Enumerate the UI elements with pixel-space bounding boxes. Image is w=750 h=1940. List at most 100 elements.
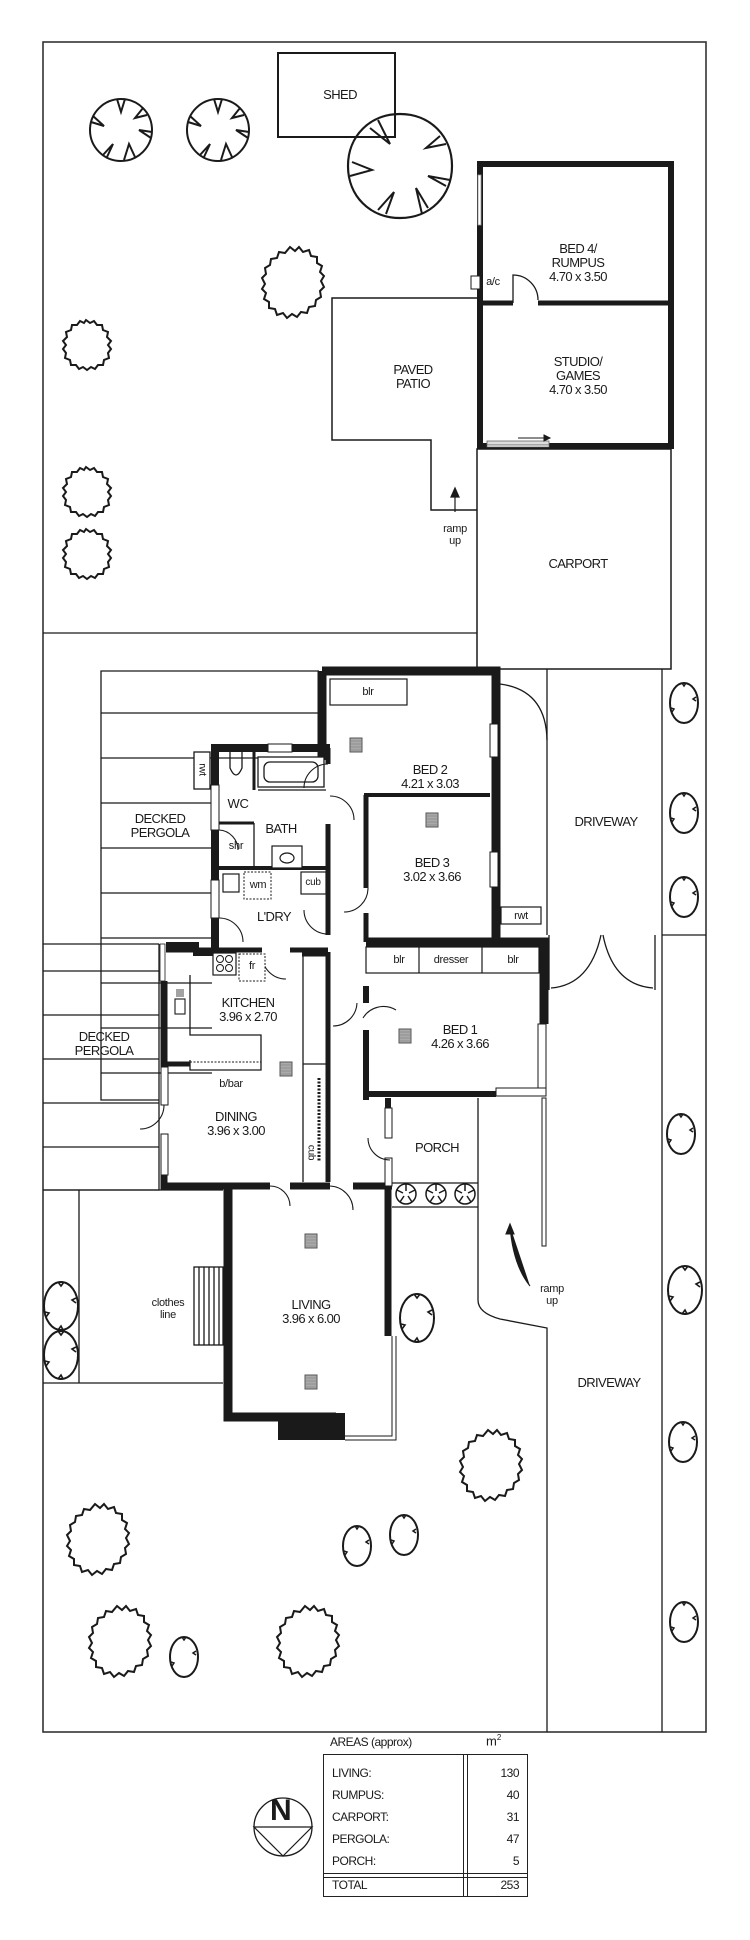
bush-icon	[668, 1421, 698, 1463]
area-value: 130	[500, 1766, 519, 1780]
studio-label: STUDIO/ GAMES 4.70 x 3.50	[549, 355, 607, 397]
area-name: LIVING:	[332, 1766, 372, 1780]
cub-hall-label: cub	[305, 1144, 317, 1161]
bush-icon	[669, 876, 699, 918]
areas-total-divider	[324, 1873, 527, 1878]
areas-table: LIVING: 130 RUMPUS: 40 CARPORT:31 PERGOLA:…	[323, 1754, 528, 1897]
rwt-left-label: rwt	[196, 763, 208, 776]
ramp-top-line2: up	[449, 535, 461, 547]
bush-icon	[62, 466, 112, 518]
upper-pergola-line2: PERGOLA	[130, 825, 190, 840]
area-value: 40	[506, 1788, 520, 1802]
tree-icon	[89, 98, 153, 162]
areas-unit-sup: 2	[496, 1733, 502, 1742]
bed3-name: BED 3	[414, 855, 450, 870]
ramp-top-label: ramp up	[443, 523, 467, 547]
bed1-blr-right: blr	[507, 954, 519, 966]
bed1-name: BED 1	[442, 1022, 478, 1037]
bush-icon	[62, 528, 112, 580]
bush-icon	[669, 1601, 699, 1643]
driveway-lower-label: DRIVEWAY	[577, 1375, 641, 1390]
fridge-label: fr	[248, 960, 256, 972]
laundry-label: L'DRY	[257, 909, 292, 924]
planter-icon	[425, 1183, 447, 1205]
planter-icon	[395, 1183, 417, 1205]
area-value: 47	[506, 1832, 520, 1846]
vent-icon	[304, 1233, 318, 1249]
bush-icon	[261, 246, 325, 319]
patio-label-line2: PATIO	[395, 376, 431, 391]
living-label: LIVING 3.96 x 6.00	[282, 1298, 340, 1326]
upper-pergola-line1: DECKED	[134, 811, 186, 826]
areas-unit: m2	[486, 1733, 501, 1748]
ramp-arrow-icon	[450, 486, 460, 512]
patio-label: PAVED PATIO	[393, 363, 433, 391]
bush-icon	[669, 682, 699, 724]
driveway-upper-label: DRIVEWAY	[574, 814, 638, 829]
bush-icon	[88, 1605, 152, 1678]
ramp-bottom-line1: ramp	[540, 1283, 564, 1295]
bed2-label: BED 2 4.21 x 3.03	[401, 763, 459, 791]
area-name: CARPORT:	[332, 1810, 389, 1824]
bush-icon	[666, 1113, 696, 1155]
vent-icon	[398, 1028, 412, 1044]
clothesline-area	[43, 1189, 224, 1384]
patio-outline	[331, 297, 477, 511]
area-name: PORCH:	[332, 1854, 376, 1868]
vent-icon	[304, 1374, 318, 1390]
bbar-label: b/bar	[219, 1078, 243, 1090]
lower-pergola-line1: DECKED	[78, 1029, 130, 1044]
driveway	[499, 669, 706, 1732]
planter-icon	[454, 1183, 476, 1205]
ac-label: a/c	[486, 276, 500, 288]
bush-icon	[169, 1636, 199, 1678]
bed4-label-line1: BED 4/	[559, 241, 597, 256]
total-name: TOTAL	[332, 1878, 368, 1892]
table-row: PORCH:5	[332, 1850, 520, 1872]
areas-title: AREAS (approx)	[330, 1735, 412, 1749]
dining-label: DINING 3.96 x 3.00	[207, 1110, 265, 1138]
bed1-blr-left: blr	[393, 954, 405, 966]
shed-label: SHED	[323, 87, 357, 102]
north-arrow-icon	[252, 1797, 314, 1857]
studio-label-line1: STUDIO/	[553, 354, 603, 369]
bath-label: BATH	[265, 821, 297, 836]
cub-laundry-label: cub	[305, 877, 321, 888]
lower-pergola	[43, 943, 160, 1191]
area-name: PERGOLA:	[332, 1832, 390, 1846]
areas-column-divider	[463, 1755, 468, 1896]
bed1-label: BED 1 4.26 x 3.66	[431, 1023, 489, 1051]
area-name: RUMPUS:	[332, 1788, 384, 1802]
lower-pergola-line2: PERGOLA	[74, 1043, 134, 1058]
bed4-label: BED 4/ RUMPUS 4.70 x 3.50	[549, 242, 607, 284]
rwt-right-label: rwt	[514, 910, 528, 922]
wm-label: wm	[249, 879, 267, 891]
lower-pergola-label: DECKED PERGOLA	[75, 1030, 134, 1058]
dining-name: DINING	[215, 1109, 258, 1124]
site-boundary	[42, 41, 707, 1733]
bed3-label: BED 3 3.02 x 3.66	[403, 856, 461, 884]
wc-label: WC	[227, 796, 249, 811]
table-row: RUMPUS: 40	[332, 1784, 520, 1806]
bed4-dims: 4.70 x 3.50	[549, 269, 607, 284]
bush-icon	[342, 1525, 372, 1567]
bush-icon	[669, 792, 699, 834]
rumpus-building	[470, 161, 674, 449]
bush-icon	[276, 1605, 340, 1678]
areas-unit-m: m	[486, 1733, 497, 1749]
studio-dims: 4.70 x 3.50	[549, 382, 607, 397]
kitchen-label: KITCHEN 3.96 x 2.70	[219, 996, 277, 1024]
total-value: 253	[500, 1878, 519, 1892]
bed1-dims: 4.26 x 3.66	[431, 1036, 489, 1051]
table-row: CARPORT:31	[332, 1806, 520, 1828]
clothesline-line2: line	[160, 1309, 176, 1321]
ramp-top-line1: ramp	[443, 523, 467, 535]
living-name: LIVING	[291, 1297, 331, 1312]
vent-icon	[425, 812, 439, 828]
upper-pergola-label: DECKED PERGOLA	[131, 812, 190, 840]
bush-icon	[399, 1293, 435, 1343]
north-label: N	[270, 1794, 292, 1827]
ramp-bottom-label: ramp up	[540, 1283, 564, 1307]
kitchen-name: KITCHEN	[221, 995, 275, 1010]
